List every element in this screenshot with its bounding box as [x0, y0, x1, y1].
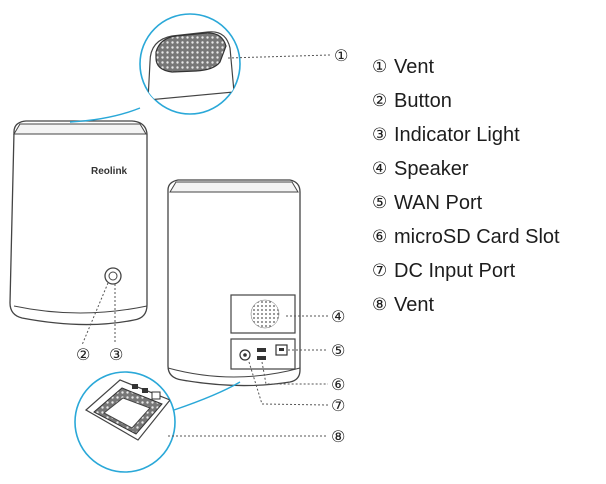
legend-item: ⑧ Vent	[372, 288, 560, 322]
legend-number: ⑤	[372, 193, 388, 212]
front-device: Reolink ② ③	[9, 120, 148, 364]
legend-label: WAN Port	[394, 192, 483, 214]
microsd-slot-icon	[257, 348, 266, 360]
legend-item: ⑤ WAN Port	[372, 186, 560, 220]
ethernet-port-icon	[275, 344, 288, 356]
legend-item: ③ Indicator Light	[372, 118, 560, 152]
brand-logo: Reolink	[91, 166, 128, 177]
callout-button: ②	[76, 345, 90, 364]
legend-label: Speaker	[394, 158, 469, 180]
legend-label: Vent	[394, 294, 435, 316]
top-vent-zoom: ①	[69, 13, 348, 123]
legend-item: ⑥ microSD Card Slot	[372, 220, 560, 254]
legend-item: ④ Speaker	[372, 152, 560, 186]
vent-top-leader	[227, 54, 331, 59]
button-leader	[81, 282, 109, 346]
legend-number: ⑥	[372, 227, 388, 246]
legend-number: ①	[372, 57, 388, 76]
legend-number: ④	[372, 159, 388, 178]
callout-vent-bottom: ⑧	[331, 427, 345, 446]
port-panel	[230, 338, 296, 370]
legend-item: ⑦ DC Input Port	[372, 254, 560, 288]
back-device: ④ ⑤ ⑥ ⑦	[167, 179, 345, 415]
legend-item: ① Vent	[372, 50, 560, 84]
legend-item: ② Button	[372, 84, 560, 118]
legend-number: ②	[372, 91, 388, 110]
legend-label: Vent	[394, 56, 435, 78]
callout-speaker: ④	[331, 307, 345, 326]
legend-number: ⑦	[372, 261, 388, 280]
speaker-grille-icon	[230, 294, 296, 334]
callout-wan: ⑤	[331, 341, 345, 360]
legend-number: ⑧	[372, 295, 388, 314]
legend-label: Button	[394, 90, 452, 112]
callout-microsd: ⑥	[331, 375, 345, 394]
legend-label: microSD Card Slot	[394, 226, 560, 248]
legend-label: Indicator Light	[394, 124, 520, 146]
bottom-vent-zoom: ⑧	[74, 371, 345, 473]
callout-dc: ⑦	[331, 396, 345, 415]
button-icon	[104, 267, 122, 285]
callout-vent-top: ①	[334, 46, 348, 65]
legend-number: ③	[372, 125, 388, 144]
callout-indicator: ③	[109, 345, 123, 364]
dc-jack-icon	[239, 349, 251, 361]
legend-label: DC Input Port	[394, 260, 516, 282]
